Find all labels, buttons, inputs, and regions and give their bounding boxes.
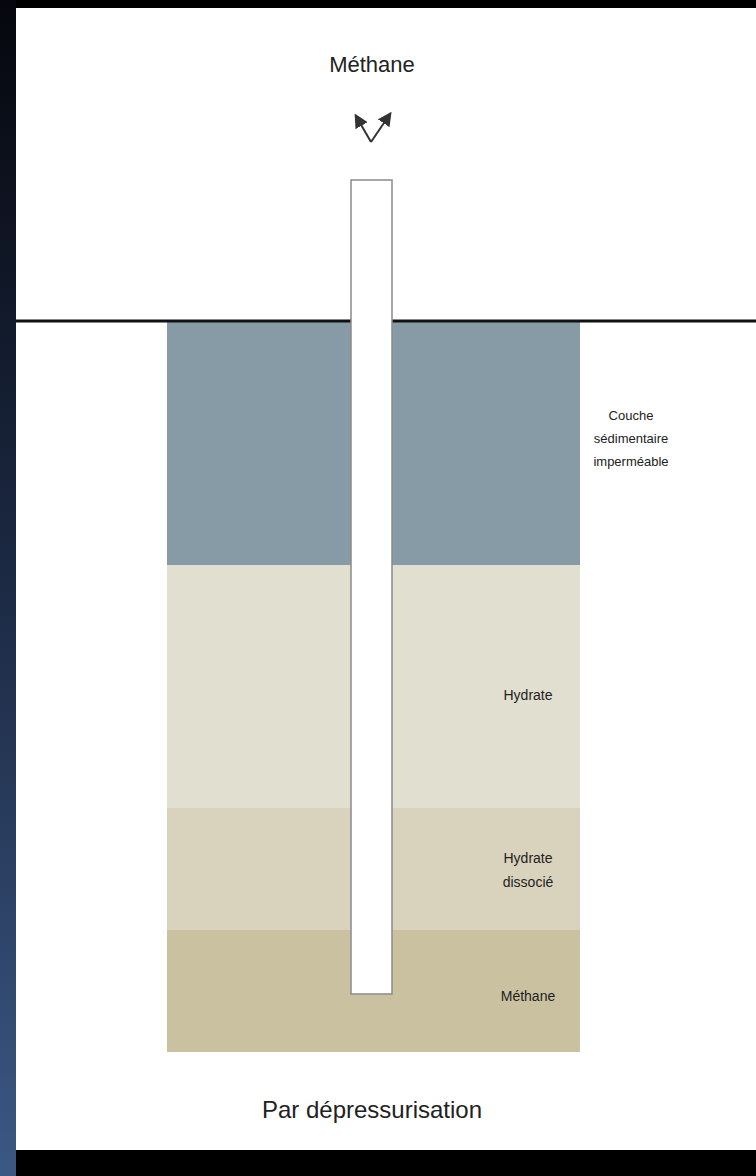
hydrate-layer: Méthane: [167, 930, 580, 1052]
band-label: Méthane: [478, 986, 578, 1006]
flow-arrow: [356, 116, 371, 142]
side-strip: [0, 0, 16, 1176]
sediment-layer: Couche sédimentaire imperméable: [167, 322, 580, 565]
caption: Par dépressurisation: [262, 1096, 482, 1124]
hydrate-layer: Hydrate dissocié: [167, 808, 580, 930]
well-pipe: [351, 180, 392, 994]
flow-arrow: [371, 114, 390, 142]
band-label: Hydrate: [478, 685, 578, 705]
ground-line: [16, 320, 756, 323]
gas-label: Méthane: [329, 52, 415, 78]
white-panel: [16, 8, 756, 1150]
hydrate-layer: Hydrate: [167, 565, 580, 808]
band-label: Hydrate dissocié: [497, 846, 559, 894]
layer-label: Couche sédimentaire imperméable: [583, 404, 679, 473]
